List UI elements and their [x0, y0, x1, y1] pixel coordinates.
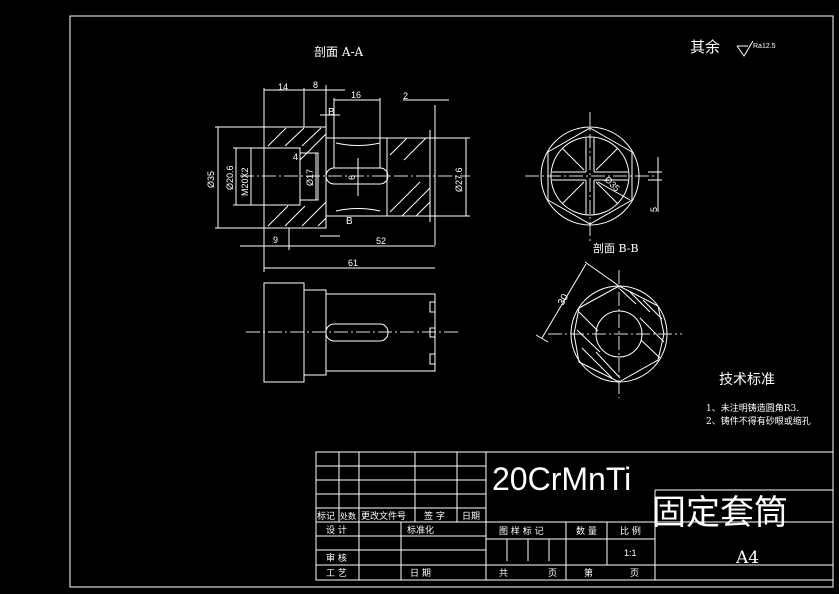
front-view	[246, 282, 460, 383]
dim-8: 8	[313, 80, 318, 90]
dim-16: 16	[351, 90, 361, 100]
header-date: 日期	[462, 511, 480, 522]
dim-d20-6: Ø20.6	[225, 165, 235, 190]
label-date: 日 期	[410, 568, 431, 579]
section-bb-title: 剖面 B-B	[593, 241, 639, 255]
dim-d17: Ø17	[305, 169, 315, 186]
title-block	[315, 451, 834, 581]
dim-4: 4	[293, 152, 298, 162]
dim-6: 6	[347, 175, 357, 180]
section-bb-view	[535, 261, 682, 398]
header-mark: 标记	[317, 510, 335, 522]
label-standardize: 标准化	[407, 524, 434, 536]
dim-thread: M20X2	[240, 167, 250, 196]
header-signature: 签 字	[424, 510, 445, 522]
label-sheet-no: 第	[584, 567, 593, 579]
header-count: 处数	[340, 511, 356, 521]
label-scale: 比 例	[620, 525, 641, 537]
cut-label-b-bottom: B	[346, 216, 353, 227]
section-aa-title: 剖面 A-A	[314, 45, 364, 59]
dim-52: 52	[376, 236, 386, 246]
drawing-border	[69, 15, 834, 588]
dim-2: 2	[403, 91, 408, 101]
tech-standard-title: 技术标准	[719, 372, 775, 388]
label-page: 页	[630, 568, 639, 579]
paper-size: A4	[735, 548, 759, 568]
dim-61: 61	[348, 258, 358, 268]
surface-finish-value: Ra12.5	[753, 43, 776, 50]
tech-note-2: 2、铸件不得有砂眼或缩孔	[706, 415, 811, 427]
end-dim-5: 5	[649, 207, 659, 212]
end-dim-d35: Ø35	[603, 174, 622, 193]
surface-finish-icon	[736, 40, 754, 57]
cut-label-b-top: B	[328, 107, 335, 118]
section-aa-view	[215, 85, 470, 272]
label-quantity: 数 量	[576, 525, 597, 537]
dim-d27-6: Ø27.6	[454, 167, 464, 192]
scale-value: 1:1	[624, 548, 637, 558]
dim-9: 9	[273, 235, 278, 245]
surface-finish-prefix: 其余	[690, 38, 720, 56]
tech-note-1: 1、未注明铸造圆角R3.	[706, 402, 799, 414]
part-name: 固定套筒	[652, 493, 788, 533]
header-change-doc: 更改文件号	[361, 510, 406, 522]
material-text: 20CrMnTi	[492, 461, 631, 497]
label-design: 设 计	[326, 524, 347, 536]
dim-14: 14	[278, 82, 288, 92]
label-process: 工 艺	[326, 568, 347, 579]
bb-dim-30: 30	[556, 292, 571, 308]
label-drawing-mark: 图 样 标 记	[499, 525, 544, 537]
label-review: 审 核	[326, 552, 347, 564]
label-sheets: 页	[548, 568, 557, 579]
end-view	[525, 112, 662, 242]
label-total: 共	[499, 568, 508, 579]
dim-d35: Ø35	[206, 171, 216, 188]
